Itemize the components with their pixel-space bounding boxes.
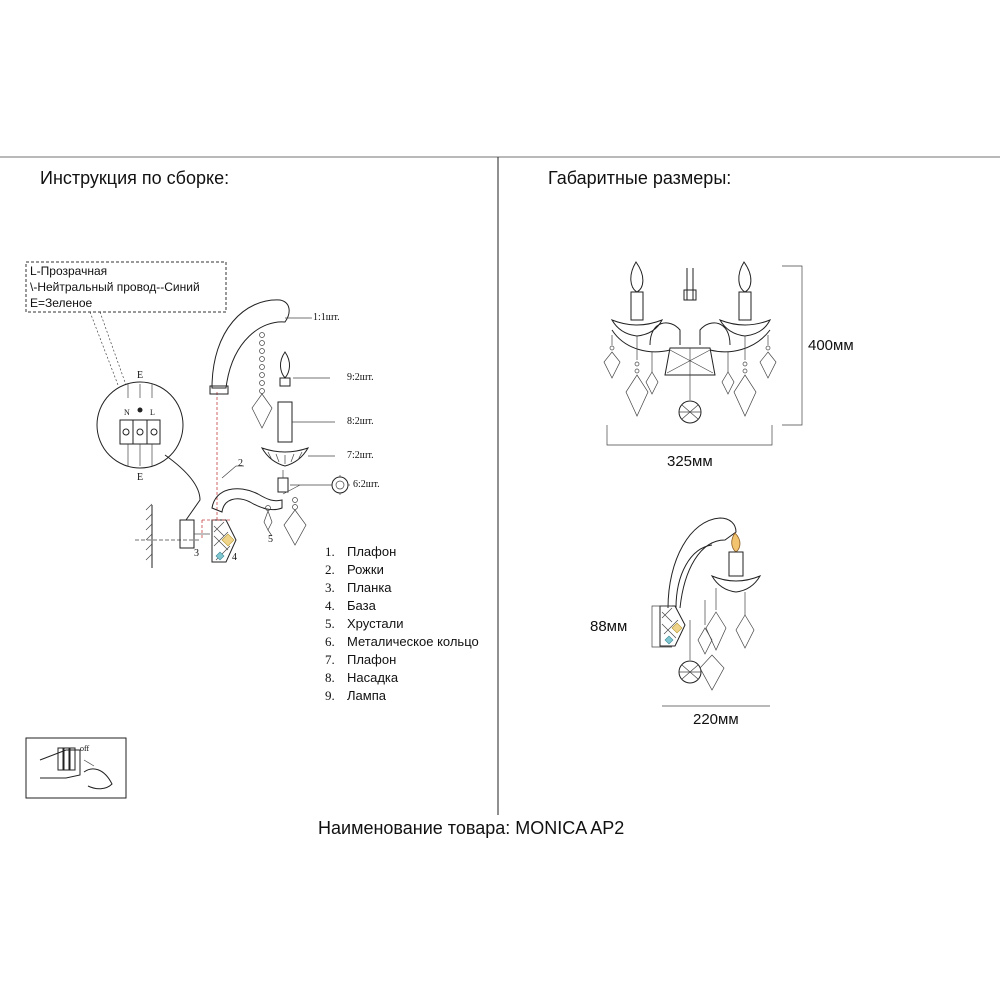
- candle-sleeve: [277, 401, 335, 443]
- wiring-note-line-2: \-Нейтральный провод--Синий: [30, 280, 200, 294]
- wiring-note-line-1: L-Прозрачная: [30, 264, 108, 278]
- supply-cable: [164, 454, 201, 521]
- switch-detail: [25, 737, 127, 799]
- switch-off-label: off: [80, 744, 90, 753]
- side-view-drawing: [659, 517, 762, 691]
- terminal-label-n: N: [124, 408, 130, 417]
- wiring-note-box: [25, 261, 227, 313]
- note-leader: [89, 311, 127, 386]
- front-view-drawing: [603, 261, 777, 424]
- front-dimensions: [606, 265, 803, 446]
- callout-4: 4: [232, 552, 237, 563]
- callout-3: 3: [194, 548, 199, 559]
- terminal-label-l: L: [150, 408, 155, 417]
- mounting-plate: [179, 519, 195, 549]
- front-width-dimension: 325мм: [667, 453, 713, 470]
- wiring-note-line-3: E=Зеленое: [30, 296, 93, 310]
- base-depth-dimension: 88мм: [590, 618, 628, 635]
- side-dimensions: [651, 605, 770, 707]
- qty-part-1: 1:1шт.: [313, 312, 340, 323]
- bobeche: [260, 447, 335, 467]
- parts-list-item: 8.Насадка: [325, 670, 399, 685]
- assembly-guide: [201, 392, 232, 540]
- candle-bulb: [279, 351, 330, 387]
- assembly-heading: Инструкция по сборке:: [40, 168, 230, 188]
- parts-list-item: 1.Плафон: [325, 544, 397, 559]
- product-name: Наименование товара: MONICA AP2: [318, 818, 625, 838]
- bead-chain-upper: [251, 332, 273, 429]
- qty-part-8: 8:2шт.: [347, 416, 374, 427]
- lower-arm: [211, 465, 330, 513]
- qty-part-7: 7:2шт.: [347, 450, 374, 461]
- qty-part-9: 9:2шт.: [347, 372, 374, 383]
- callout-2: 2: [238, 458, 243, 469]
- upper-arm: [209, 299, 312, 395]
- dimensions-heading: Габаритные размеры:: [548, 168, 732, 188]
- parts-list-item: 5.Хрустали: [325, 616, 404, 631]
- terminal-label-top-e: E: [137, 370, 144, 381]
- qty-part-6: 6:2шт.: [353, 479, 380, 490]
- parts-list-item: 9.Лампа: [325, 688, 386, 703]
- crystal-drops: [263, 497, 307, 546]
- parts-list-item: 2.Рожки: [325, 562, 384, 577]
- parts-list-item: 3.Планка: [325, 580, 392, 595]
- side-width-dimension: 220мм: [693, 711, 739, 728]
- terminal-label-bottom-e: E: [137, 472, 144, 483]
- parts-list-item: 7.Плафон: [325, 652, 397, 667]
- parts-list-item: 6.Металическое кольцо: [325, 634, 479, 649]
- callout-5: 5: [268, 534, 273, 545]
- terminal-block-detail: [96, 381, 184, 469]
- height-dimension: 400мм: [808, 337, 854, 354]
- metal-ring: [330, 475, 350, 495]
- wall-hatch: [135, 503, 200, 568]
- parts-list-item: 4.База: [325, 598, 376, 613]
